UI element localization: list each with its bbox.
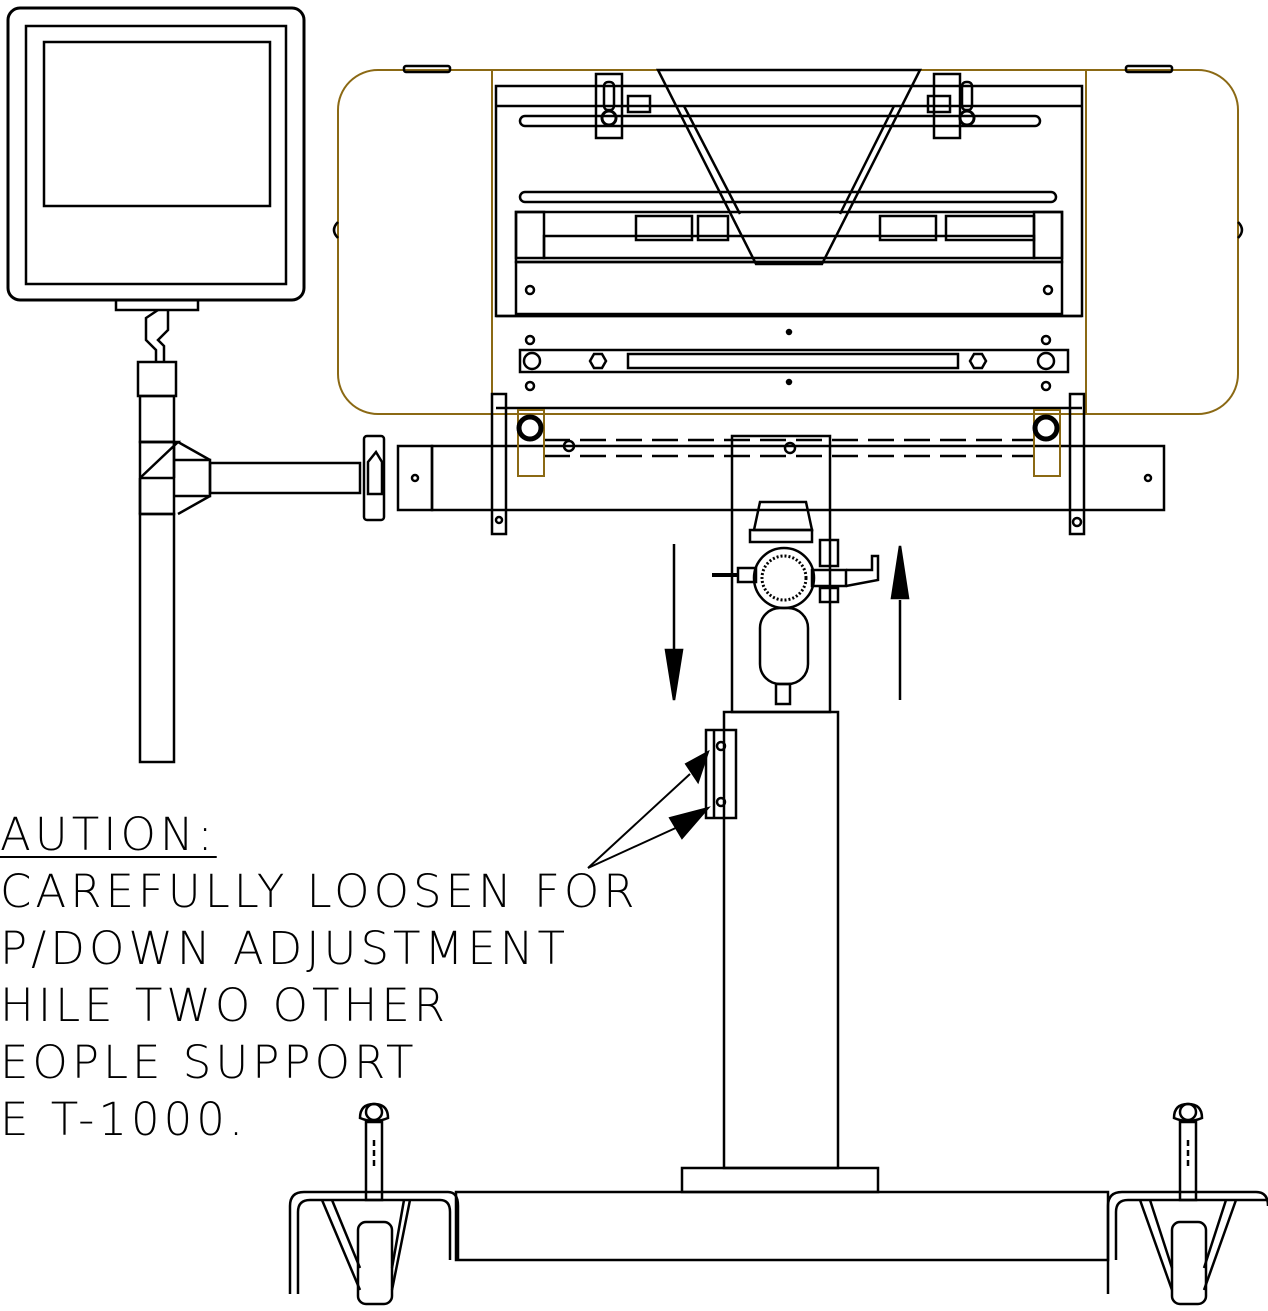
caution-heading: AUTION: [0, 808, 217, 861]
caster-left [288, 1102, 460, 1306]
caution-line-1: CAREFULLY LOOSEN FOR [0, 865, 639, 918]
column-clamp [704, 728, 738, 820]
caution-note: AUTION: CAREFULLY LOOSEN FOR P/DOWN ADJU… [0, 806, 640, 1148]
adjustment-arrows [664, 544, 910, 701]
caution-line-2: P/DOWN ADJUSTMENT [0, 922, 569, 975]
monitor-pole [136, 308, 434, 764]
monitor [6, 6, 306, 312]
caster-right [1106, 1102, 1268, 1306]
leader-arrows [587, 749, 711, 869]
caution-line-3: HILE TWO OTHER [0, 979, 450, 1032]
base [454, 1190, 1110, 1262]
cross-beam [430, 392, 1166, 536]
caution-line-4: EOPLE SUPPORT [0, 1036, 418, 1089]
air-regulator [712, 500, 880, 706]
caution-line-5: E T-1000. [0, 1093, 248, 1146]
machine-head [332, 64, 1244, 415]
